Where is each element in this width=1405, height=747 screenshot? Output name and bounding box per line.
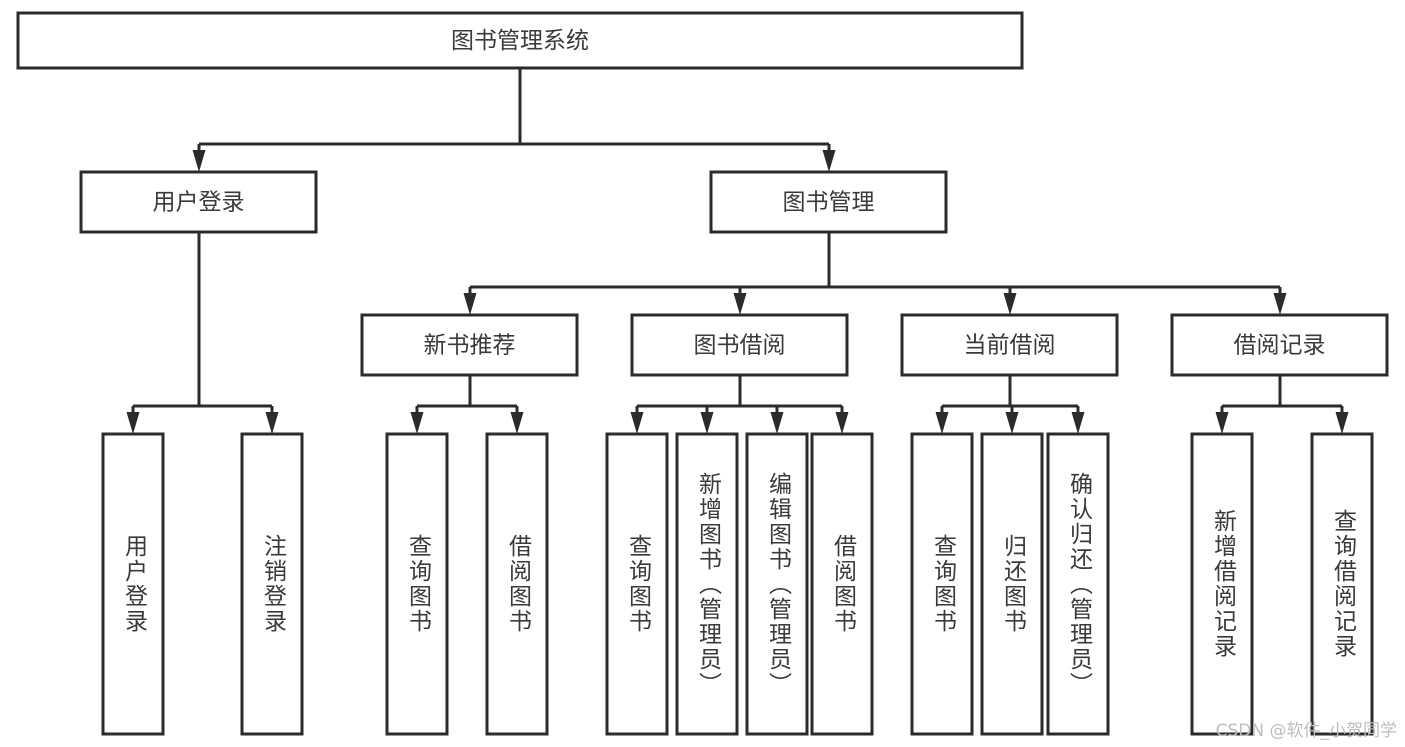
node-label-l2_1: 图书借阅 (694, 333, 786, 359)
node-box-leaf_0 (101, 432, 165, 736)
connector-arrow-l1_1-2 (1003, 293, 1017, 315)
node-box-leaf_2 (385, 432, 449, 736)
connector-arrow-l2_1-1 (700, 412, 714, 434)
csdn-watermark: CSDN @软件_小贺同学 (1215, 721, 1397, 741)
node-box-root (16, 11, 1024, 70)
node-label-root: 图书管理系统 (451, 28, 589, 54)
node-box-leaf_9 (980, 432, 1044, 736)
node-box-l2_3 (1170, 313, 1389, 377)
connector-arrow-l1_1-1 (733, 293, 747, 315)
node-label-l2_0: 新书推荐 (424, 333, 516, 359)
connector-arrow-l1_1-3 (1273, 293, 1287, 315)
connector-arrow-l2_3-1 (1335, 412, 1349, 434)
node-label-l1_0: 用户登录 (153, 190, 245, 216)
connector-arrow-l2_2-1 (1005, 412, 1019, 434)
node-label-l1_1: 图书管理 (783, 190, 875, 216)
connector-arrow-root-1 (822, 150, 836, 172)
node-box-layer (16, 11, 1389, 736)
node-box-l2_0 (360, 313, 579, 377)
node-box-leaf_10 (1046, 432, 1110, 736)
node-box-leaf_4 (605, 432, 669, 736)
connector-arrow-l2_0-1 (510, 412, 524, 434)
connector-arrow-l2_1-3 (835, 412, 849, 434)
connector-arrow-root-0 (192, 150, 206, 172)
edge-layer (126, 68, 1349, 434)
connector-arrow-l2_2-0 (935, 412, 949, 434)
node-box-leaf_3 (485, 432, 549, 736)
node-box-l2_1 (630, 313, 849, 377)
connector-arrow-l2_1-2 (770, 412, 784, 434)
node-box-leaf_12 (1310, 432, 1374, 736)
connector-arrow-l1_0-1 (265, 412, 279, 434)
node-box-leaf_5 (675, 432, 739, 736)
node-box-leaf_1 (240, 432, 304, 736)
node-label-l2_3: 借阅记录 (1234, 333, 1326, 359)
connector-arrow-l2_0-0 (410, 412, 424, 434)
connector-arrow-l2_3-0 (1215, 412, 1229, 434)
node-box-leaf_6 (745, 432, 809, 736)
node-box-l1_0 (79, 170, 318, 234)
connector-arrow-l1_0-0 (126, 412, 140, 434)
connector-arrow-l2_2-2 (1071, 412, 1085, 434)
node-box-l2_2 (900, 313, 1119, 377)
node-box-leaf_8 (910, 432, 974, 736)
node-box-l1_1 (709, 170, 948, 234)
node-box-leaf_11 (1190, 432, 1254, 736)
connector-arrow-l1_1-0 (463, 293, 477, 315)
connector-arrow-l2_1-0 (630, 412, 644, 434)
node-box-leaf_7 (810, 432, 874, 736)
node-label-l2_2: 当前借阅 (964, 333, 1056, 359)
